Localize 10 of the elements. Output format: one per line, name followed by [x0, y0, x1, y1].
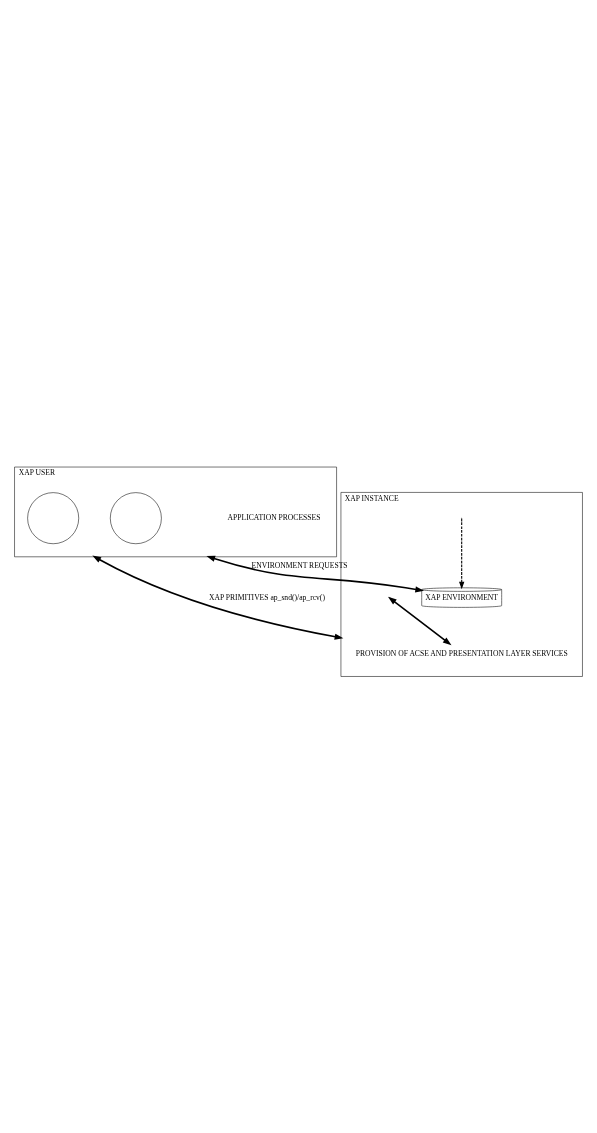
- edge-label: XAP PRIMITIVES ap_snd()/ap_rcv(): [208, 592, 325, 602]
- arrow: [206, 555, 425, 593]
- node-text: PROVISION OF ACSE AND PRESENTATION LAYER SERVICES: [355, 648, 568, 658]
- node-circle: [27, 492, 79, 544]
- arrow: [92, 555, 344, 640]
- label: APPLICATION PROCESSES: [227, 513, 321, 523]
- edge-label: ENVIRONMENT REQUESTS: [251, 560, 348, 570]
- node-circle: [110, 492, 162, 544]
- arrow: [459, 518, 465, 590]
- arrow: [388, 596, 452, 646]
